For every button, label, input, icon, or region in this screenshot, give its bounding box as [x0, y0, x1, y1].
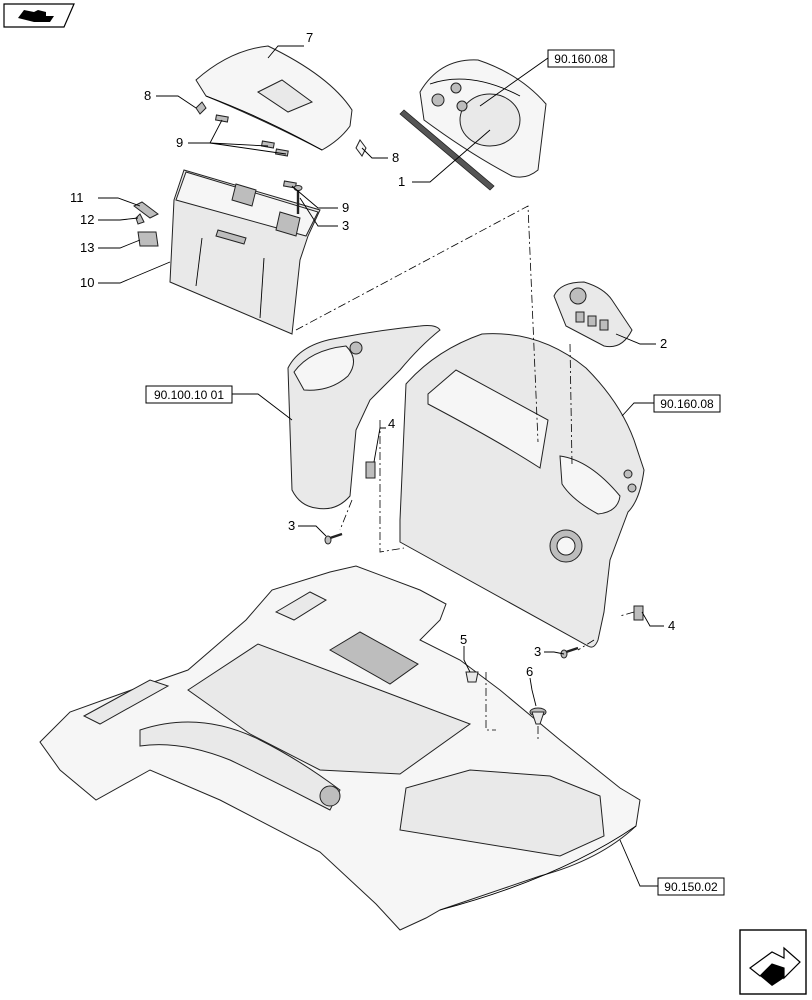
callout-5: 5 — [460, 632, 467, 647]
steering-column-shroud — [287, 325, 441, 510]
callout-12: 12 — [80, 212, 94, 227]
part-4-clip-left — [365, 461, 376, 479]
reference-label: 90.160.08 — [554, 52, 608, 66]
callout-6: 6 — [526, 664, 533, 679]
part-3-screw-left — [324, 532, 343, 545]
reference-box-4[interactable]: 90.150.02 — [657, 877, 725, 896]
callout-8-right: 8 — [392, 150, 399, 165]
part-10-storage-box — [169, 169, 321, 335]
callout-2: 2 — [660, 336, 667, 351]
callout-3-right: 3 — [534, 644, 541, 659]
floor-plate — [39, 565, 641, 931]
reference-label: 90.100.10 01 — [154, 388, 224, 402]
part-2-switch-panel — [553, 281, 633, 348]
part-6-plug — [529, 707, 547, 725]
part-3-screw-right — [560, 646, 579, 659]
alignment-lines — [295, 205, 635, 742]
part-7-cover — [195, 45, 353, 151]
callout-4-right: 4 — [668, 618, 675, 633]
reference-box-2[interactable]: 90.160.08 — [653, 394, 721, 413]
callout-numbers: 7 8 8 9 9 3 11 12 13 10 1 2 4 3 4 3 5 6 — [70, 30, 675, 679]
page-arrow-icon[interactable] — [739, 929, 807, 995]
part-5-fastener — [465, 671, 479, 683]
callout-1: 1 — [398, 174, 405, 189]
callout-8-left: 8 — [144, 88, 151, 103]
callout-9-left: 9 — [176, 135, 183, 150]
callout-11: 11 — [70, 190, 84, 205]
callout-3-left: 3 — [288, 518, 295, 533]
book-arrow-icon[interactable] — [3, 3, 75, 28]
part-9-pads — [214, 114, 297, 189]
callout-10: 10 — [80, 275, 94, 290]
callout-9-right: 9 — [342, 200, 349, 215]
callout-13: 13 — [80, 240, 94, 255]
part-1-strip — [399, 109, 495, 191]
parts-11-12-13 — [133, 201, 159, 247]
part-4-clip-right — [633, 605, 644, 621]
reference-box-1[interactable]: 90.160.08 — [547, 49, 615, 68]
reference-label: 90.160.08 — [660, 397, 714, 411]
part-8-clip-left — [195, 101, 207, 115]
part-8-clip-right — [355, 139, 367, 157]
callout-4-left: 4 — [388, 416, 395, 431]
callout-3-top: 3 — [342, 218, 349, 233]
callout-7: 7 — [306, 30, 313, 45]
instrument-cluster — [419, 59, 547, 178]
reference-box-3[interactable]: 90.100.10 01 — [145, 385, 233, 404]
reference-label: 90.150.02 — [664, 880, 718, 894]
dashboard-panel — [399, 333, 645, 648]
